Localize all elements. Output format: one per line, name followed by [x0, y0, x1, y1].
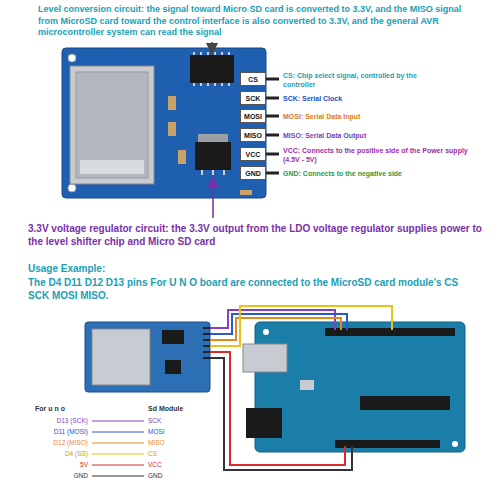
pin-name: 5V: [20, 461, 88, 469]
pin-label-box: CS: [240, 72, 266, 86]
pin-map-lines: [92, 421, 144, 476]
pin-name: MOSI: [244, 113, 262, 120]
annotation-text: VCC: Connects to the positive side of th…: [283, 146, 473, 164]
pin-name: SCK: [246, 95, 261, 102]
pin-name: MOSI: [148, 428, 208, 436]
leader-line: [211, 42, 213, 49]
pin-name: D12 (MISO): [20, 439, 88, 447]
arduino-uno-picture: [243, 322, 465, 452]
leader-line: [212, 182, 214, 218]
pin-name: GND: [148, 472, 208, 480]
annotation-text: SCK: Serial Clock: [283, 94, 483, 103]
pin-name: MISO: [244, 132, 262, 139]
pin-name: GND: [245, 170, 261, 177]
annotation-text: GND: Connects to the negative side: [283, 169, 483, 178]
annotation-text: The D4 D11 D12 D13 pins For U N O board …: [28, 276, 468, 302]
pin-label-box: SCK: [240, 91, 266, 105]
column-heading: Sd Module: [148, 404, 218, 413]
column-heading: For u n o: [35, 404, 105, 413]
pin-name: D11 (MOSI): [20, 428, 88, 436]
annotation-text: CS: Chip select signal, controlled by th…: [283, 71, 448, 89]
annotation-text: MOSI: Serial Data Input: [283, 112, 483, 121]
pin-label-box: VCC: [240, 147, 266, 161]
pin-name: GND: [20, 472, 88, 480]
annotation-text: 3.3V voltage regulator circuit: the 3.3V…: [28, 222, 488, 248]
annotation-text: Usage Example:: [28, 262, 328, 275]
pin-name: SCK: [148, 417, 208, 425]
pin-name: CS: [148, 450, 208, 458]
small-module-picture: [85, 322, 210, 392]
sd-module-board: [62, 48, 279, 198]
annotation-text: MISO: Serial Data Output: [283, 131, 483, 140]
pin-name: MISO: [148, 439, 208, 447]
annotation-text: Level conversion circuit: the signal tow…: [38, 4, 478, 39]
pin-name: CS: [248, 76, 258, 83]
pin-label-box: MISO: [240, 128, 266, 142]
pin-label-box: GND: [240, 166, 266, 180]
pin-name: D13 (SCK): [20, 417, 88, 425]
pin-label-box: MOSI: [240, 109, 266, 123]
pin-name: D4 (SS): [20, 450, 88, 458]
pin-name: VCC: [246, 151, 261, 158]
pin-name: VCC: [148, 461, 208, 469]
wiring: [210, 306, 392, 470]
